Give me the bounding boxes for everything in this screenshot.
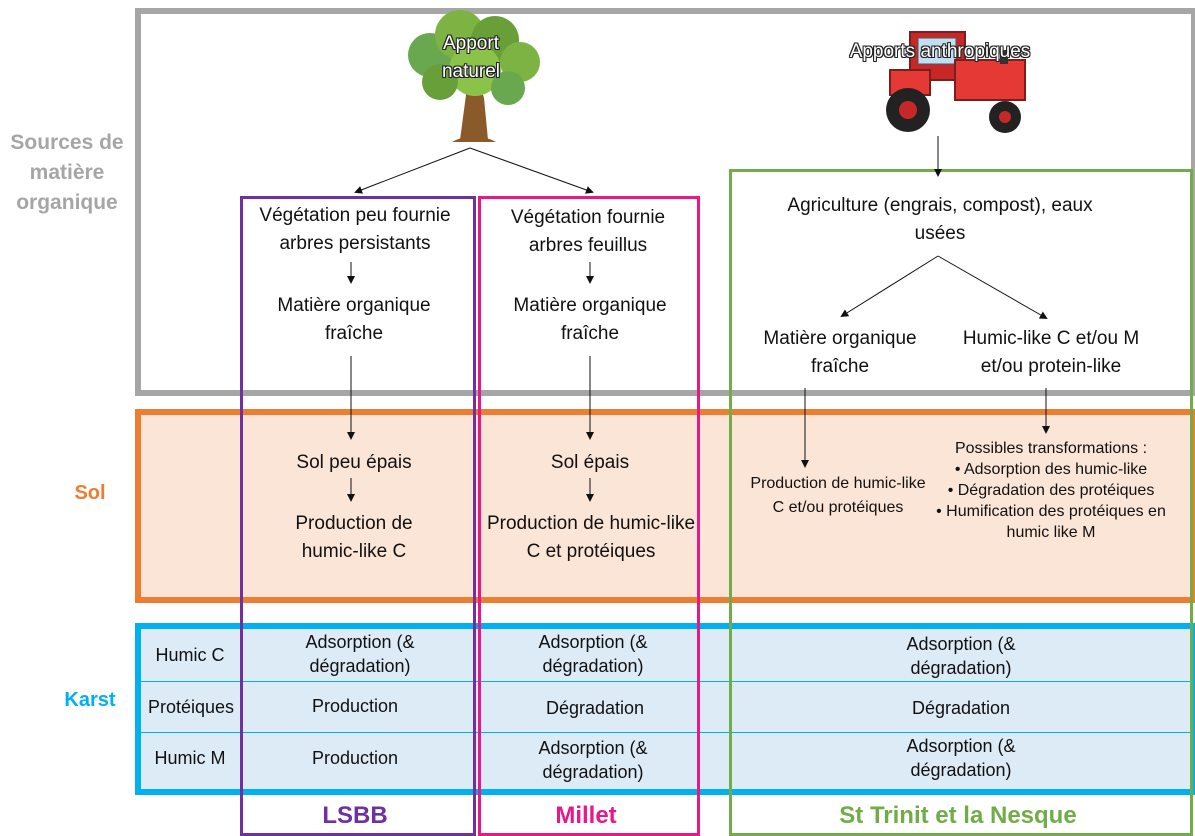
millet-production: Production de humic-like C et protéiques (486, 513, 696, 562)
karst-cell-lsbb: Production (311, 748, 399, 768)
karst-cell-lsbb: Production (311, 696, 399, 716)
site-name-lsbb: LSBB (322, 802, 388, 829)
lsbb-vegetation: Végétation peu fournie arbres persistant… (259, 205, 451, 254)
trinit-column (729, 169, 1193, 836)
karst-cell-millet: Dégradation (545, 698, 645, 718)
trinit-humic-like: Humic-like C et/ou M et/ou protein-like (962, 328, 1140, 377)
sources-band-label: Sources de matière organique (10, 131, 124, 214)
trinit-agriculture: Agriculture (engrais, compost), eaux usé… (787, 195, 1093, 244)
karst-cell-trinit: Adsorption (& dégradation) (906, 634, 1016, 678)
trinit-fresh-matter: Matière organique fraîche (763, 328, 917, 377)
lsbb-production: Production de humic-like C (295, 513, 413, 562)
millet-matter: Matière organique fraîche (513, 295, 667, 344)
trinit-transformations: Possibles transformations : • Adsorption… (920, 438, 1182, 543)
karst-cell-millet: Adsorption (& dégradation) (538, 632, 648, 676)
site-name-trinit: St Trinit et la Nesque (839, 802, 1077, 829)
sol-band (135, 409, 1195, 603)
karst-row-label: Protéiques (147, 697, 235, 717)
tractor-icon (886, 31, 1026, 133)
karst-divider-1 (141, 681, 1191, 682)
karst-band-label: Karst (64, 689, 116, 711)
karst-cell-trinit: Dégradation (911, 698, 1011, 718)
site-name-millet: Millet (555, 802, 617, 829)
lsbb-column (240, 196, 476, 836)
anthropic-source-title: Apports anthropiques (849, 41, 1031, 62)
trinit-transform-item: • Adsorption des humic-like (954, 461, 1148, 478)
karst-divider-2 (141, 732, 1191, 733)
trinit-production: Production de humic-like C et/ou protéiq… (750, 475, 926, 516)
tree-icon (408, 10, 540, 142)
karst-cell-millet: Adsorption (& dégradation) (538, 738, 648, 782)
millet-soil: Sol épais (550, 452, 630, 473)
karst-row-label: Humic C (155, 645, 225, 665)
sol-band-label: Sol (74, 482, 106, 504)
millet-column (478, 196, 700, 836)
karst-band (135, 623, 1195, 795)
trinit-transform-item: • Humification des protéiques en humic l… (936, 503, 1166, 541)
millet-vegetation: Végétation fournie arbres feuillus (510, 207, 666, 256)
trinit-transform-title: Possibles transformations : (954, 440, 1148, 457)
karst-cell-lsbb: Adsorption (& dégradation) (305, 632, 415, 676)
lsbb-matter: Matière organique fraîche (277, 295, 431, 344)
lsbb-soil: Sol peu épais (296, 452, 412, 473)
karst-cell-trinit: Adsorption (& dégradation) (906, 736, 1016, 780)
natural-source-title: Apport naturel (441, 33, 501, 82)
sources-band (135, 8, 1195, 396)
trinit-transform-item: • Dégradation des protéiques (947, 482, 1155, 499)
karst-row-label: Humic M (154, 748, 226, 768)
